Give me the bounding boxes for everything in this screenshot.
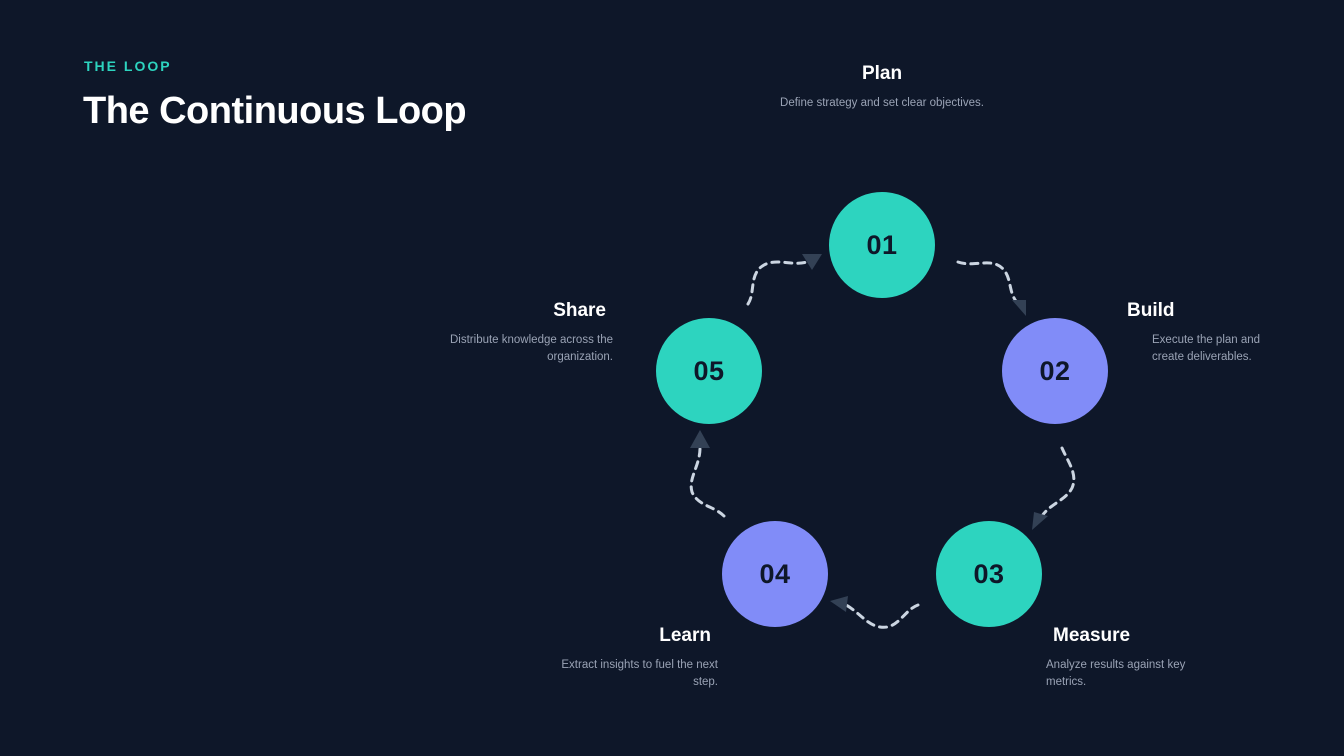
- connector-02-03: [1040, 446, 1076, 518]
- step-title: Plan: [861, 63, 903, 84]
- step-label-measure: Measure Analyze results against key metr…: [1046, 625, 1206, 691]
- step-node-04: 04: [722, 521, 828, 627]
- step-label-share: Share Distribute knowledge across the or…: [438, 300, 613, 366]
- step-title: Build: [1127, 300, 1175, 321]
- step-description: Analyze results against key metrics.: [1046, 659, 1186, 688]
- step-title: Measure: [1053, 625, 1131, 646]
- step-node-02: 02: [1002, 318, 1108, 424]
- step-title: Share: [553, 300, 606, 321]
- step-description: Define strategy and set clear objectives…: [780, 97, 984, 109]
- page-title: The Continuous Loop: [83, 90, 467, 132]
- step-label-plan: Plan Define strategy and set clear objec…: [762, 63, 1002, 112]
- step-label-learn: Learn Extract insights to fuel the next …: [548, 625, 718, 691]
- step-node-05: 05: [656, 318, 762, 424]
- connector-01-02: [956, 260, 1020, 306]
- arrowhead-01: [802, 254, 822, 270]
- step-node-03: 03: [936, 521, 1042, 627]
- step-node-01: 01: [829, 192, 935, 298]
- eyebrow-label: THE LOOP: [84, 58, 172, 74]
- connector-03-04: [840, 601, 920, 629]
- step-description: Distribute knowledge across the organiza…: [450, 334, 613, 363]
- arrowhead-04: [830, 596, 848, 612]
- arrowhead-03: [1032, 512, 1048, 530]
- arrowhead-02: [1012, 300, 1026, 316]
- step-label-build: Build Execute the plan and create delive…: [1127, 300, 1277, 366]
- arrowhead-05: [690, 430, 710, 448]
- step-description: Extract insights to fuel the next step.: [561, 659, 718, 688]
- step-title: Learn: [659, 625, 711, 646]
- step-description: Execute the plan and create deliverables…: [1152, 334, 1261, 363]
- connector-04-05: [689, 446, 726, 518]
- connector-05-01: [746, 258, 814, 306]
